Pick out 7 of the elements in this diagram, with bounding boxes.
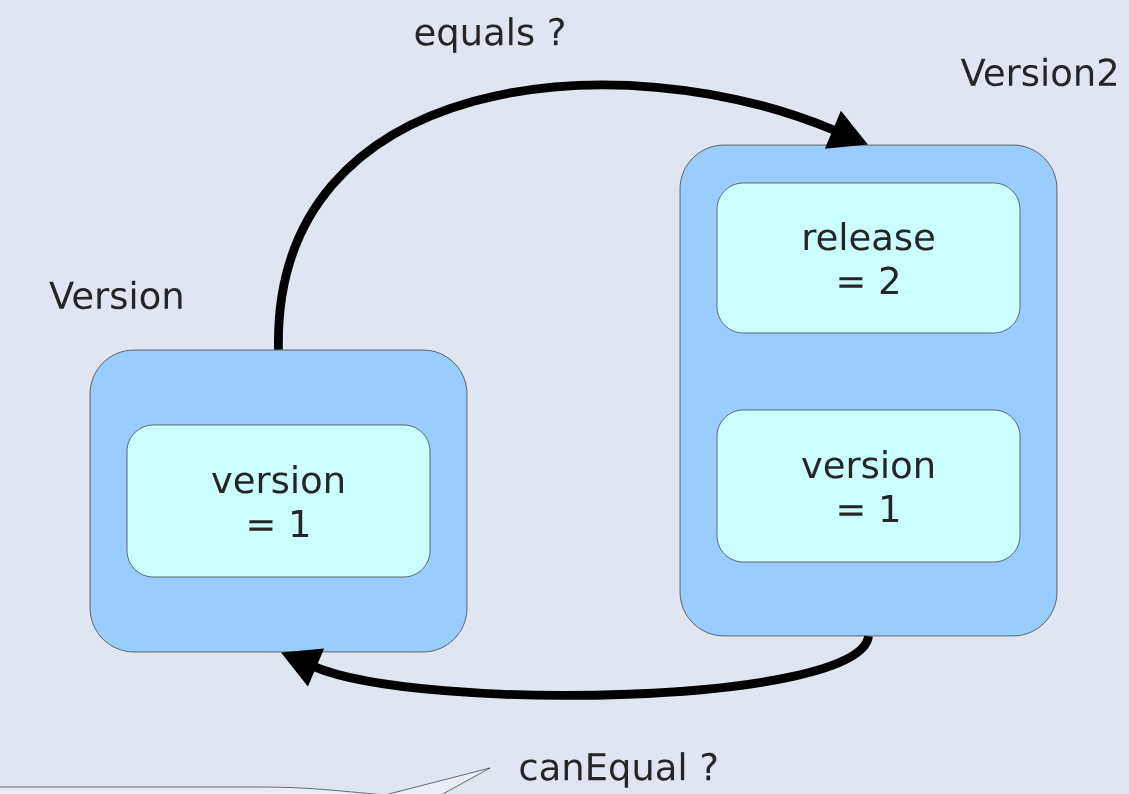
field-box: release = 2 [716,182,1021,334]
note-text: canEqual ? [520,752,717,788]
edge-label: equals ? [415,17,564,53]
box-heading: Version [49,280,182,310]
field-box: version = 1 [126,424,431,578]
field-box: version = 1 [716,409,1021,563]
box-heading: Version2 [960,57,1116,87]
